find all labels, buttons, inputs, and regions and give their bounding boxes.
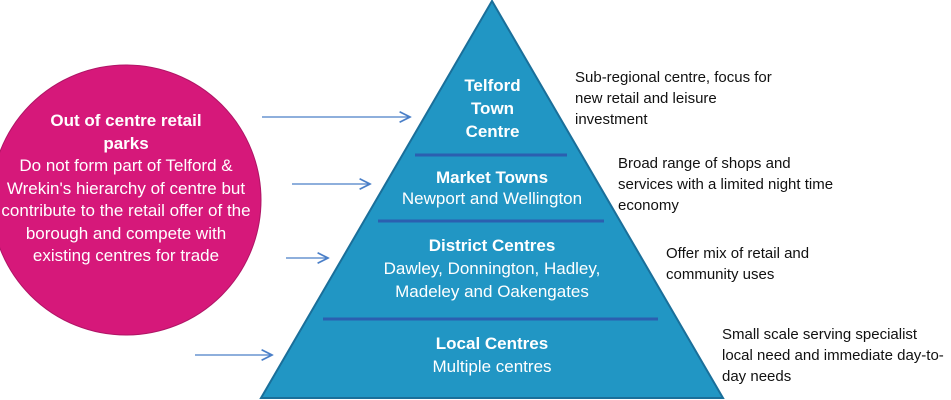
out-of-centre-circle [0,64,262,336]
tier-3-title: District Centres [428,236,556,255]
circle-text: Out of centre retail parks Do not form p… [0,110,252,268]
tier-3-description: Offer mix of retail and community uses [666,245,810,283]
tier-2-subtitle: Newport and Wellington [401,189,583,208]
circle-title: Out of centre retail parks [50,111,202,153]
tier-2-description: Broad range of shops and services with a… [618,155,834,214]
tier-4-description: Small scale serving specialist local nee… [722,326,944,385]
tier-4-subtitle: Multiple centres [432,357,552,376]
tier-1-title: Telford Town Centre [464,76,521,141]
tier-2: Market Towns Newport and Wellington [370,167,614,209]
tier-1-description: Sub-regional centre, focus for new retai… [575,69,772,128]
tier-3: District Centres Dawley, Donnington, Had… [352,234,632,303]
tier-4-title: Local Centres [435,334,549,353]
tier-2-title: Market Towns [435,168,549,187]
tier-3-subtitle: Dawley, Donnington, Hadley, Madeley and … [383,259,601,301]
pyramid [259,0,725,399]
tier-4: Local Centres Multiple centres [370,332,614,378]
circle-body: Do not form part of Telford & Wrekin's h… [1,156,251,265]
